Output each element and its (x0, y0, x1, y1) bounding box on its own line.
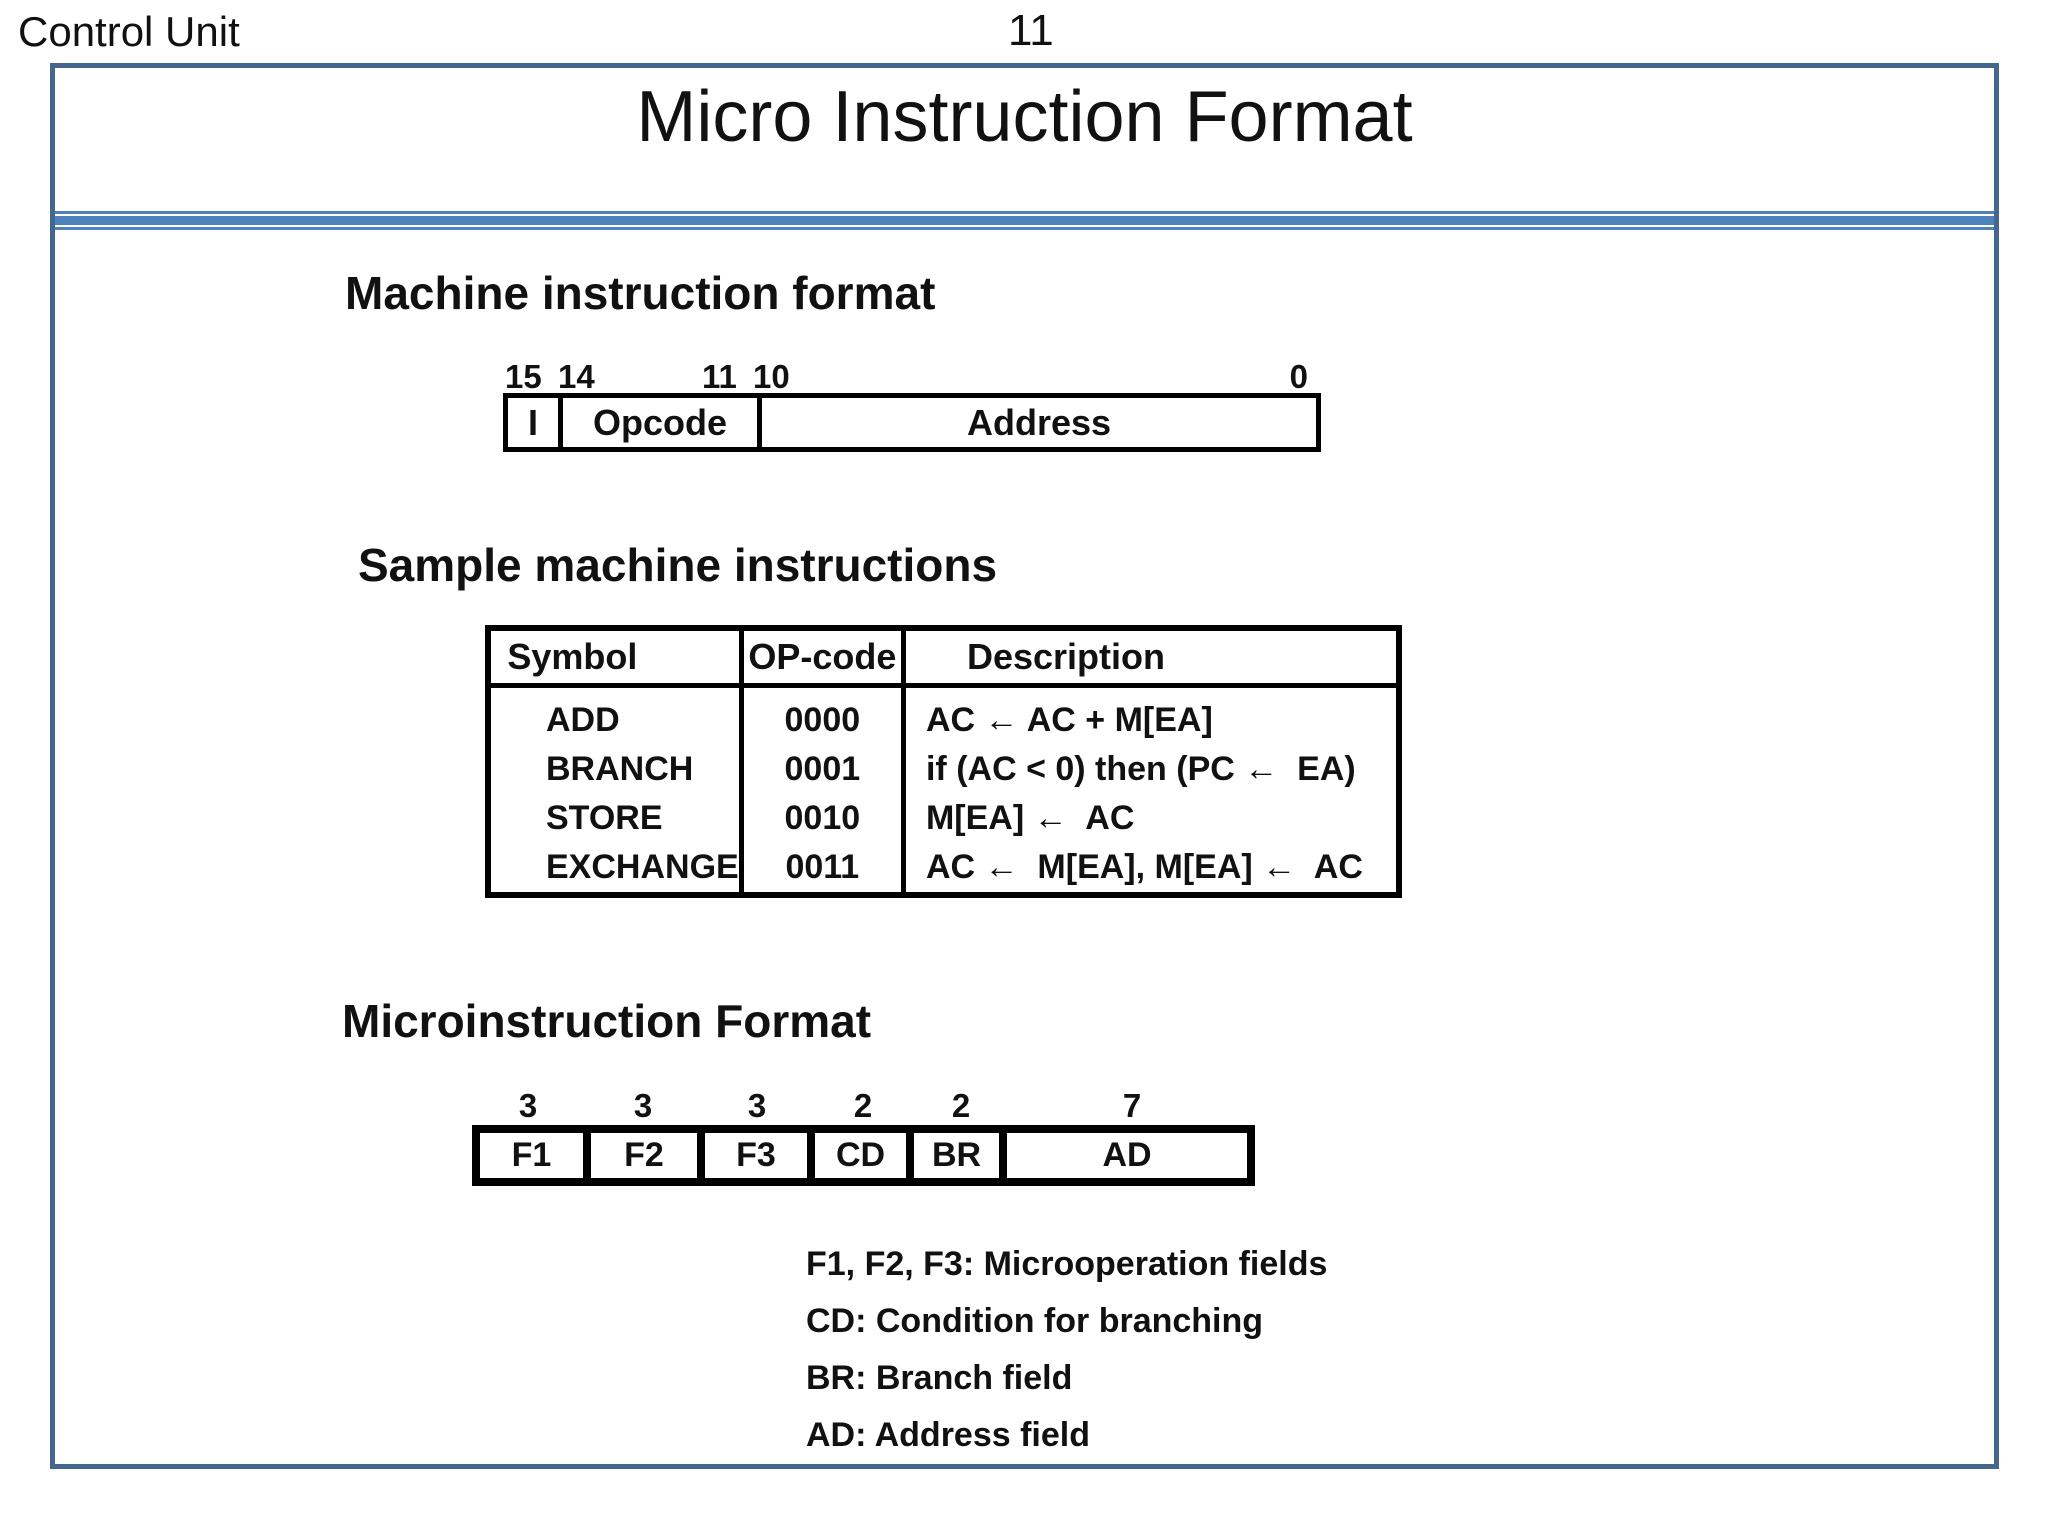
field-f1: F1 (476, 1129, 587, 1182)
machine-instruction-field-box: I Opcode Address (503, 393, 1321, 452)
bit-label-10: 10 (753, 358, 790, 395)
bitwidth-ad: 7 (1122, 1087, 1142, 1124)
legend-line-cd: CD: Condition for branching (806, 1302, 1264, 1340)
bitwidth-br: 2 (951, 1087, 971, 1124)
table-header-row: Symbol OP-code Description (488, 628, 1399, 688)
description-cell: M[EA] ← AC (925, 799, 1135, 837)
symbol-cell: BRANCH (546, 750, 694, 788)
page-number: 11 (1008, 6, 1054, 55)
sample-instructions-table: Symbol OP-code Description ADD 0000 AC ←… (485, 625, 1402, 898)
column-header-description: Description (903, 628, 1399, 688)
field-legend: F1, F2, F3: Microoperation fields CD: Co… (806, 1236, 1327, 1464)
description-cell: if (AC < 0) then (PC ← EA) (925, 750, 1356, 788)
deck-title: Control Unit (18, 8, 240, 55)
bitwidth-f2: 3 (633, 1087, 653, 1124)
column-header-symbol: Symbol (488, 628, 742, 688)
microinstruction-field-box: F1 F2 F3 CD BR AD (472, 1125, 1255, 1186)
symbol-cell: STORE (546, 799, 663, 837)
field-f2: F2 (587, 1129, 701, 1182)
field-cd: CD (811, 1129, 910, 1182)
opcode-cell: 0011 (738, 843, 906, 895)
title-divider-bottom-line (55, 227, 1994, 230)
opcode-cell: 0001 (738, 745, 906, 794)
opcode-cell: 0000 (738, 685, 906, 745)
field-i: I (527, 401, 538, 443)
table-row: EXCHANGE 0011 AC ← M[EA], M[EA] ← AC (488, 843, 1399, 895)
bit-label-11: 11 (702, 358, 737, 395)
column-header-opcode: OP-code (738, 628, 906, 688)
title-divider-thick-line (55, 216, 1994, 225)
description-cell: AC ← AC + M[EA] (925, 701, 1213, 739)
field-address: Address (757, 398, 1316, 447)
field-ad: AD (1003, 1129, 1251, 1182)
title-divider-top-line (55, 211, 1994, 214)
bitwidth-cd: 2 (853, 1087, 873, 1124)
bit-label-15: 15 (505, 358, 542, 395)
table-row: BRANCH 0001 if (AC < 0) then (PC ← EA) (488, 745, 1399, 794)
opcode-cell: 0010 (738, 794, 906, 843)
sample-instructions-heading: Sample machine instructions (358, 539, 998, 591)
symbol-cell: ADD (546, 701, 620, 739)
field-f3: F3 (701, 1129, 811, 1182)
bit-label-0: 0 (1289, 358, 1308, 395)
legend-line-ad: AD: Address field (806, 1416, 1091, 1454)
table-row: ADD 0000 AC ← AC + M[EA] (488, 685, 1399, 745)
bitwidth-f3: 3 (747, 1087, 767, 1124)
legend-line-f: F1, F2, F3: Microoperation fields (806, 1245, 1328, 1283)
slide-title: Micro Instruction Format (636, 77, 1413, 157)
field-br: BR (910, 1129, 1003, 1182)
table-row: STORE 0010 M[EA] ← AC (488, 794, 1399, 843)
micro-format-heading: Microinstruction Format (342, 995, 872, 1047)
machine-format-heading: Machine instruction format (345, 267, 936, 319)
description-cell: AC ← M[EA], M[EA] ← AC (925, 848, 1363, 886)
field-opcode: Opcode (558, 398, 757, 447)
bitwidth-f1: 3 (518, 1087, 538, 1124)
symbol-cell: EXCHANGE (546, 848, 739, 886)
legend-line-br: BR: Branch field (806, 1359, 1073, 1397)
bit-label-14: 14 (558, 358, 595, 395)
